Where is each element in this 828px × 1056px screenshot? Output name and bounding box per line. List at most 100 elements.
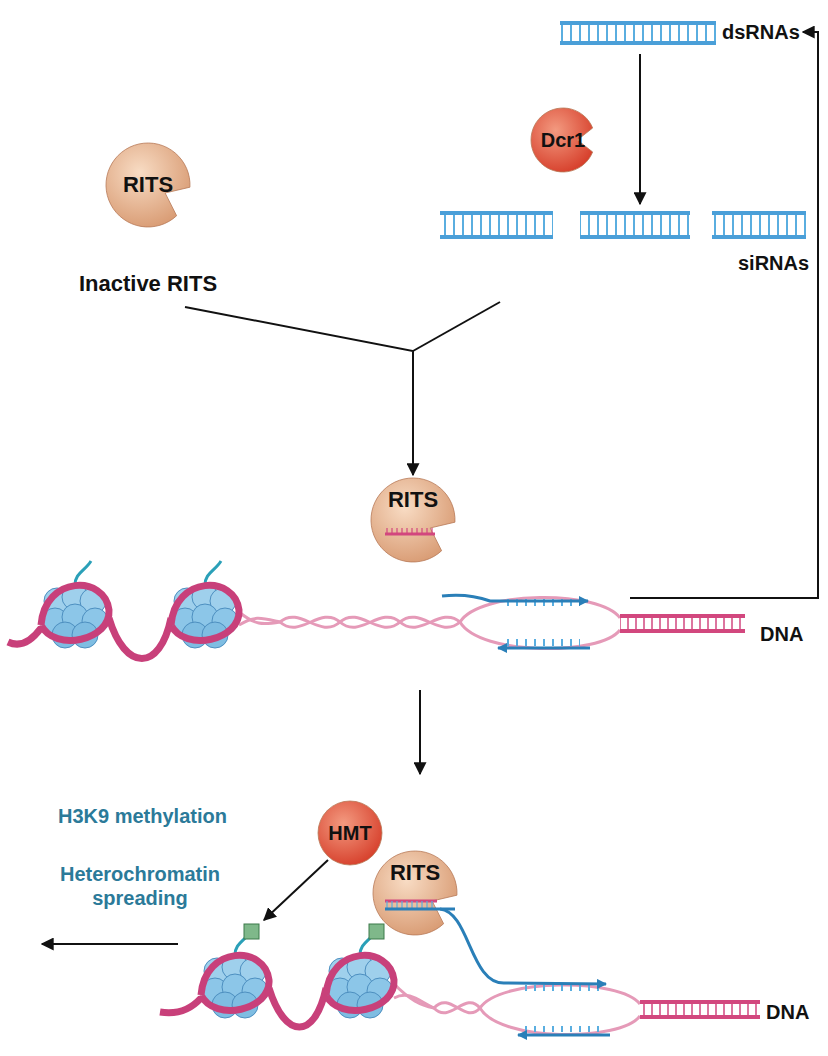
molecule-label: dsRNAs: [722, 20, 800, 44]
spreading-arrow: [42, 943, 178, 945]
drawing-part: [269, 988, 326, 1027]
drawing-part: [480, 1008, 640, 1035]
drawing-part: [480, 985, 640, 1008]
drawing-part: [394, 995, 480, 1012]
drawing-part: [109, 618, 171, 659]
molecule-label: DNA: [760, 622, 803, 646]
drawing-part: [385, 908, 455, 911]
drawing-part: [560, 41, 716, 45]
drawing-part: [498, 647, 590, 650]
drawing-part: [41, 561, 109, 648]
circle-body: [371, 478, 455, 562]
drawing-part: [396, 528, 397, 534]
drawing-part: [640, 1015, 760, 1019]
drawing-part: [426, 901, 427, 908]
drawing-part: [394, 984, 480, 1013]
drawing-part: [520, 1026, 600, 1032]
drawing-part: [500, 639, 580, 646]
drawing-part: [640, 1000, 760, 1004]
circle-shape: RITS: [373, 851, 457, 935]
drawing-part: [411, 901, 412, 908]
circle-shape: HMT: [318, 801, 382, 865]
feedback-arrow: [630, 32, 818, 598]
drawing-part: [520, 985, 600, 991]
drawing-part: [416, 528, 417, 534]
drawing-part: [171, 561, 239, 648]
drawing-part: [440, 214, 553, 236]
drawing-part: [620, 614, 745, 618]
drawing-part: [580, 211, 690, 215]
drawing-part: [620, 617, 745, 630]
enzyme-circle: Dcr1: [531, 108, 595, 172]
circle-shape: RITS: [371, 478, 455, 562]
methyl-mark: [244, 924, 259, 939]
node-title: RITS: [388, 478, 438, 513]
methylation-arrow: [264, 860, 328, 920]
drawing-part: [396, 901, 397, 908]
protein-complex: RITS Inactive RITS: [38, 143, 258, 297]
drawing-part: [440, 235, 553, 239]
circle-body: [531, 108, 593, 172]
drawing-part: [560, 21, 716, 25]
drawing-part: [580, 214, 690, 236]
drawing-part: [712, 214, 806, 236]
drawing-part: [391, 901, 392, 908]
molecule-label: siRNAs: [738, 251, 809, 275]
drawing-part: [326, 931, 394, 1018]
node-title: Dcr1: [541, 129, 585, 152]
protein-complex: RITS: [371, 478, 455, 562]
protein-complex: RITS: [373, 851, 457, 935]
chromatin-dna: [160, 909, 760, 1035]
drawing-part: [431, 528, 432, 534]
drawing-part: [8, 628, 41, 644]
process-label: Heterochromatin spreading: [50, 862, 230, 910]
drawing-part: [712, 235, 806, 239]
drawing-part: [401, 901, 402, 908]
drawing-part: [620, 629, 745, 633]
drawing-part: [421, 901, 422, 908]
process-arrow: [419, 690, 421, 774]
drawing-part: [431, 901, 432, 908]
circle-body: [318, 801, 382, 865]
drawing-part: [421, 528, 422, 534]
drawing-part: [406, 528, 407, 534]
circle-body: [106, 143, 190, 227]
drawing-part: [385, 900, 437, 903]
merge-line: [413, 302, 500, 351]
drawing-part: [386, 901, 387, 908]
sirna-duplexes: [440, 213, 806, 237]
drawing-part: [160, 998, 201, 1013]
drawing-part: [440, 909, 606, 984]
node-title: HMT: [328, 822, 371, 845]
drawing-part: [518, 1034, 610, 1037]
drawing-part: [201, 931, 269, 1018]
drawing-part: [411, 528, 412, 534]
node-title: RITS: [123, 172, 173, 198]
node-title: RITS: [390, 851, 440, 886]
drawing-part: [416, 901, 417, 908]
drawing-part: [440, 211, 553, 215]
dicing-arrow: [639, 54, 641, 204]
circle-body: [373, 851, 457, 935]
drawing-part: [640, 1003, 760, 1016]
drawing-part: [401, 528, 402, 534]
circle-shape: RITS: [106, 143, 190, 227]
drawing-part: [406, 901, 407, 908]
drawing-part: [386, 528, 387, 534]
drawing-part: [391, 528, 392, 534]
drawing-part: [239, 617, 460, 627]
node-heading: Inactive RITS: [38, 271, 258, 297]
drawing-part: [580, 235, 690, 239]
drawing-part: [712, 211, 806, 215]
drawing-part: [239, 612, 460, 627]
flow-arrow: [185, 307, 413, 475]
drawing-part: [460, 622, 620, 649]
drawing-part: [442, 595, 588, 601]
dsrna-duplex: [560, 23, 716, 43]
methyl-mark: [369, 924, 384, 939]
chromatin-dna: [8, 561, 745, 659]
drawing-part: [426, 528, 427, 534]
enzyme-circle: HMT: [318, 801, 382, 865]
drawing-part: [560, 24, 716, 42]
